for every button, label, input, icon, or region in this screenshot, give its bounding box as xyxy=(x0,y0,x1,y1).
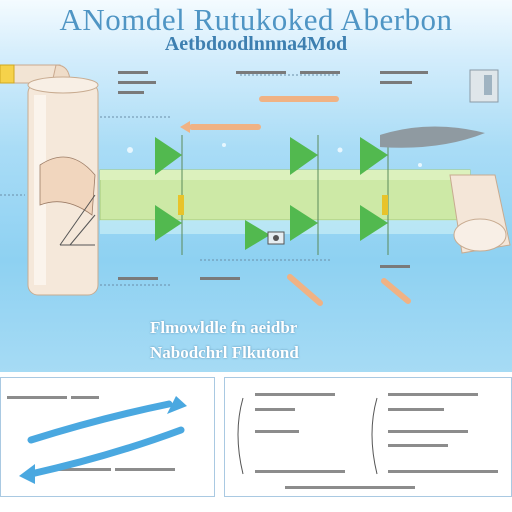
filter-fins xyxy=(155,135,389,255)
annotation-stubs xyxy=(118,71,428,280)
page-subtitle: Aetbdoodlnnna4Mod xyxy=(164,33,348,55)
flow-arrows xyxy=(180,96,411,306)
legend-panel xyxy=(224,377,512,497)
flow-arrows-panel xyxy=(7,396,187,484)
filtration-diagram xyxy=(0,64,511,306)
legend-panel-diagram xyxy=(237,393,498,489)
outlet-bracket xyxy=(469,69,499,103)
valve-icon xyxy=(267,231,285,245)
storage-tank xyxy=(27,76,99,296)
flow-panel xyxy=(0,377,215,497)
page-title: ANomdel Rutukoked Aberbon xyxy=(59,2,453,37)
sediment-icon xyxy=(380,126,485,148)
diagram-caption-1: Flmowldle fn aeidbr xyxy=(150,318,298,337)
connector-lines xyxy=(0,74,340,286)
diagram-caption-2: Nabodchrl Flkutond xyxy=(150,343,299,362)
outlet-cylinder xyxy=(449,174,511,254)
water-bubbles xyxy=(127,143,422,167)
